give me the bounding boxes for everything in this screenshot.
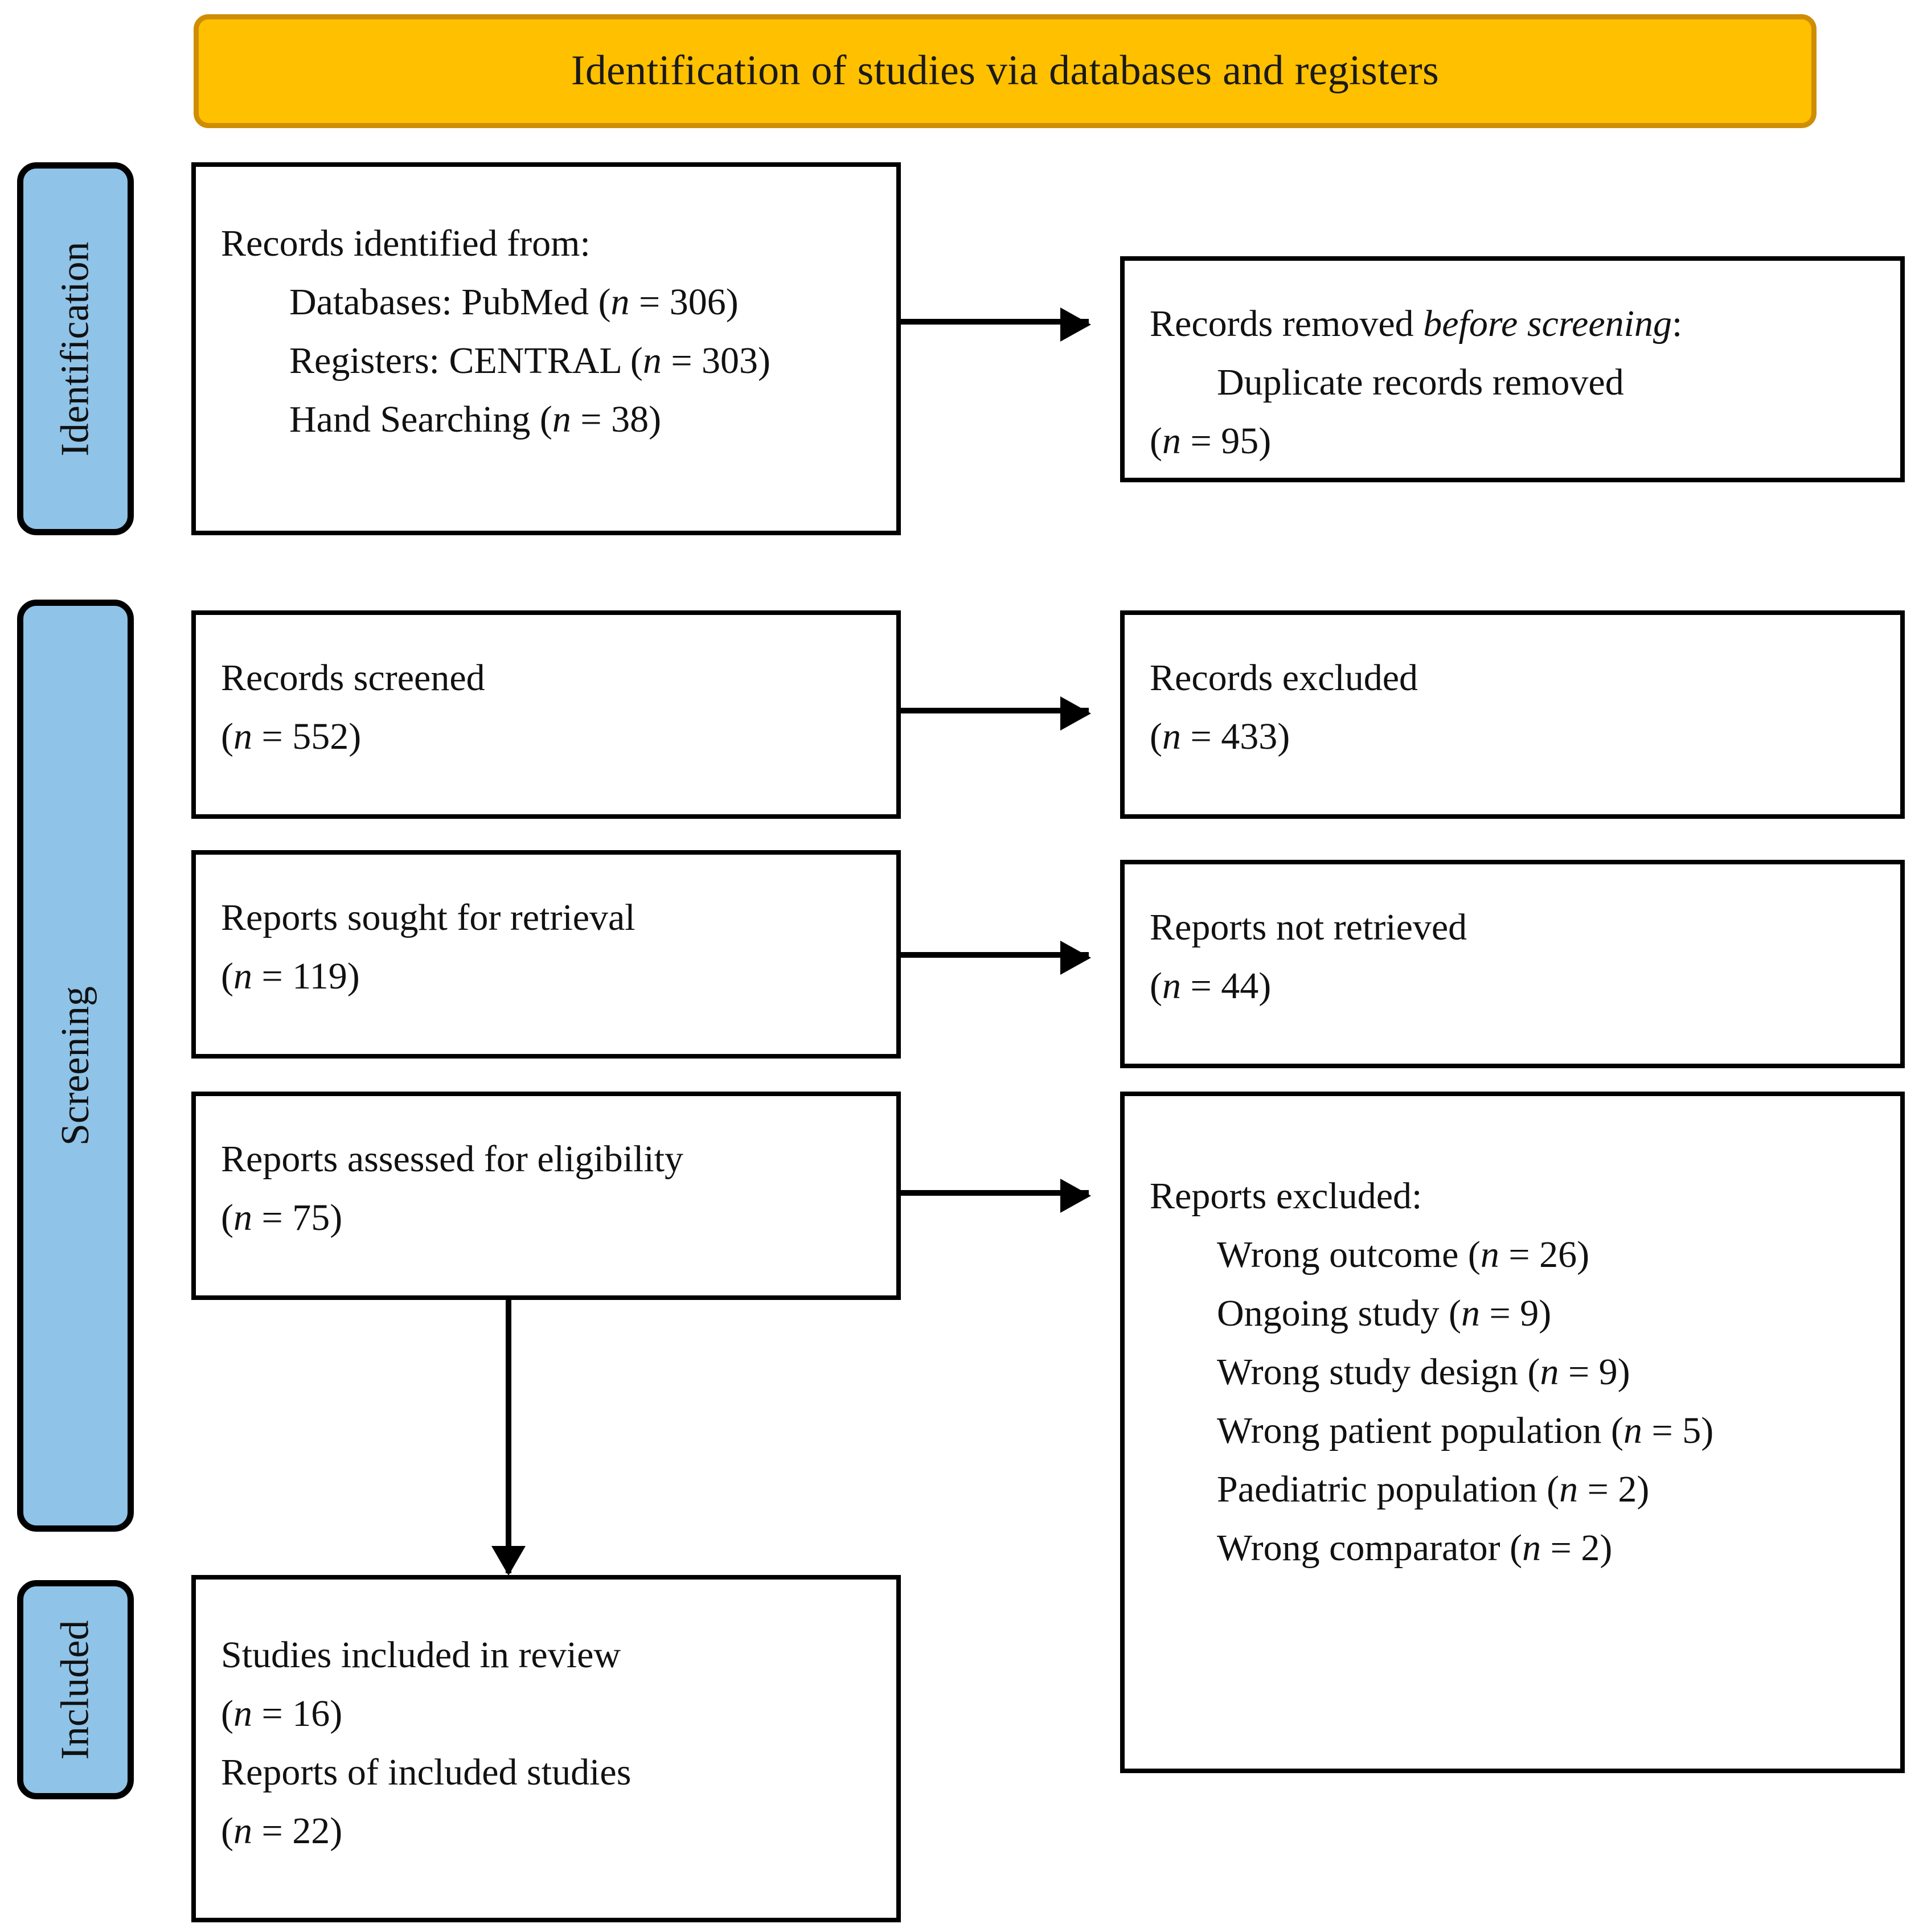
reports-eligibility-title: Reports assessed for eligibility (221, 1138, 684, 1180)
box-records-identified: Records identified from: Databases: PubM… (191, 162, 901, 535)
records-screened-count: (n = 552) (221, 715, 362, 757)
arrow-identified-to-removed (901, 307, 1091, 342)
reports-excluded-reason-wrong-patient-population: Wrong patient population (n = 5) (1217, 1409, 1714, 1451)
records-identified-item-databases-text: Databases: PubMed (n = 306) (289, 281, 739, 323)
records-removed-title: Records removed before screening: (1150, 295, 1875, 354)
reports-not-retrieved-count: (n = 44) (1150, 965, 1272, 1007)
records-removed-title-suffix: : (1672, 303, 1683, 344)
records-identified-item-hand-searching-text: Hand Searching (n = 38) (289, 398, 662, 440)
box-records-excluded: Records excluded (n = 433) (1120, 610, 1905, 819)
reports-not-retrieved-title: Reports not retrieved (1150, 906, 1467, 948)
arrow-eligibility-to-reports-excluded (901, 1179, 1091, 1213)
records-identified-item-hand-searching: Hand Searching (n = 38) (221, 391, 871, 449)
stage-label-identification-text: Identification (53, 241, 97, 457)
arrow-sought-to-not-retrieved (901, 941, 1091, 975)
reports-sought-title: Reports sought for retrieval (221, 897, 635, 938)
stage-label-included-text: Included (53, 1620, 97, 1759)
reports-excluded-reason-wrong-outcome: Wrong outcome (n = 26) (1217, 1233, 1590, 1275)
diagram-header-banner: Identification of studies via databases … (194, 14, 1817, 128)
box-reports-assessed-eligibility: Reports assessed for eligibility (n = 75… (191, 1092, 901, 1300)
stage-label-included: Included (17, 1580, 134, 1799)
records-removed-count: (n = 95) (1150, 420, 1272, 462)
box-reports-not-retrieved: Reports not retrieved (n = 44) (1120, 860, 1905, 1068)
box-records-removed: Records removed before screening: Duplic… (1120, 256, 1905, 482)
box-records-screened: Records screened (n = 552) (191, 610, 901, 819)
box-reports-sought: Reports sought for retrieval (n = 119) (191, 850, 901, 1059)
records-removed-title-plain: Records removed (1150, 303, 1424, 344)
stage-label-screening: Screening (17, 600, 134, 1532)
reports-excluded-reason-wrong-comparator: Wrong comparator (n = 2) (1217, 1527, 1613, 1569)
reports-sought-count: (n = 119) (221, 955, 360, 997)
records-identified-item-registers: Registers: CENTRAL (n = 303) (221, 332, 871, 391)
reports-excluded-title: Reports excluded: (1150, 1175, 1422, 1217)
records-removed-item: Duplicate records removed (1217, 361, 1624, 403)
reports-excluded-reason-paediatric-population: Paediatric population (n = 2) (1217, 1468, 1650, 1510)
arrow-eligibility-to-included (491, 1300, 526, 1576)
records-identified-item-databases: Databases: PubMed (n = 306) (221, 273, 871, 332)
reports-eligibility-count: (n = 75) (221, 1196, 343, 1238)
reports-included-count: (n = 22) (221, 1810, 343, 1852)
records-excluded-title: Records excluded (1150, 657, 1418, 699)
records-identified-item-registers-text: Registers: CENTRAL (n = 303) (289, 339, 771, 382)
reports-excluded-reason-wrong-study-design: Wrong study design (n = 9) (1217, 1351, 1630, 1393)
reports-excluded-reason-ongoing-study: Ongoing study (n = 9) (1217, 1292, 1552, 1334)
stage-label-screening-text: Screening (53, 986, 97, 1146)
studies-included-label: Studies included in review (221, 1634, 621, 1676)
records-excluded-count: (n = 433) (1150, 715, 1290, 757)
box-studies-included: Studies included in review (n = 16) Repo… (191, 1575, 901, 1922)
stage-label-identification: Identification (17, 162, 134, 535)
records-screened-title: Records screened (221, 657, 485, 699)
arrow-screened-to-excluded (901, 696, 1091, 731)
records-identified-title: Records identified from: (221, 223, 591, 264)
records-removed-title-italic: before screening (1423, 303, 1672, 344)
reports-included-label: Reports of included studies (221, 1751, 632, 1793)
studies-included-count: (n = 16) (221, 1692, 343, 1734)
diagram-title: Identification of studies via databases … (571, 47, 1440, 95)
box-reports-excluded: Reports excluded: Wrong outcome (n = 26)… (1120, 1092, 1905, 1773)
